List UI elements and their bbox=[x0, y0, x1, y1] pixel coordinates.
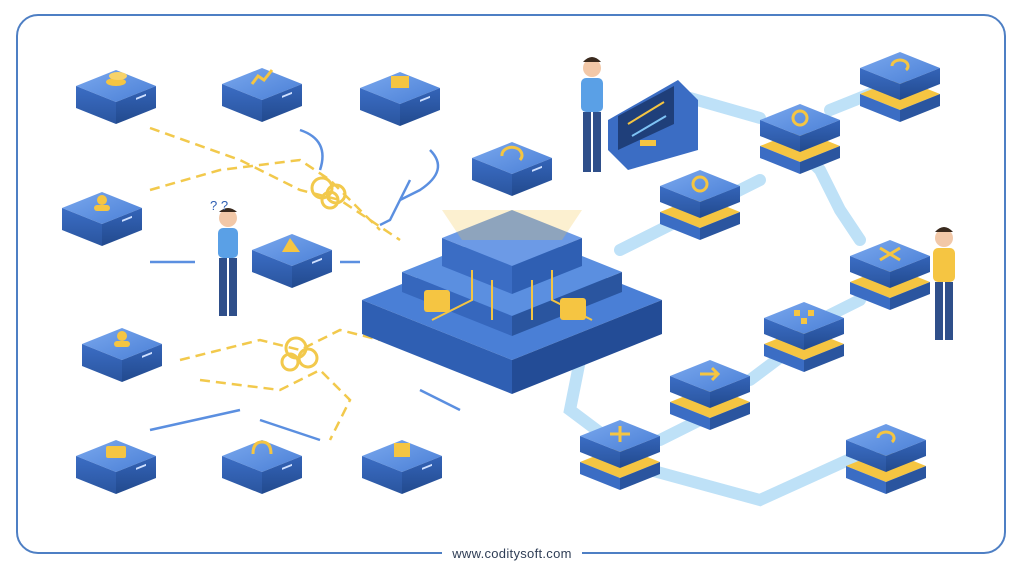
stack-sync-top bbox=[860, 52, 940, 122]
block-mountain bbox=[252, 234, 332, 288]
block-growth bbox=[222, 68, 302, 122]
block-document bbox=[362, 440, 442, 494]
hub-top-block bbox=[472, 142, 552, 196]
split-arrows-icon bbox=[610, 426, 630, 442]
tangle-knot bbox=[280, 176, 347, 372]
gears-icon bbox=[691, 175, 709, 193]
block-id-card bbox=[76, 440, 156, 494]
stack-sync-bottom bbox=[846, 424, 926, 494]
box-icon bbox=[391, 76, 409, 88]
stack-gears-2 bbox=[660, 170, 740, 240]
block-box bbox=[360, 72, 440, 126]
operator-person bbox=[581, 57, 603, 172]
growth-chart-icon bbox=[250, 69, 274, 85]
gears-icon bbox=[791, 109, 809, 127]
svg-text:? ?: ? ? bbox=[210, 198, 228, 213]
confused-person: ? ? bbox=[210, 198, 238, 316]
stack-split bbox=[580, 420, 660, 490]
block-headset bbox=[222, 440, 302, 494]
analyst-person bbox=[933, 227, 955, 340]
user-icon bbox=[114, 331, 130, 347]
cycle-icon bbox=[500, 145, 524, 162]
terminal-kiosk bbox=[608, 80, 698, 170]
stack-gears-1 bbox=[760, 104, 840, 174]
right-block-network bbox=[580, 52, 940, 494]
stack-flowchart bbox=[764, 302, 844, 372]
central-hub bbox=[362, 142, 662, 394]
block-user-2 bbox=[82, 328, 162, 382]
block-user-1 bbox=[62, 192, 142, 246]
hub-panel-left bbox=[424, 290, 450, 312]
tangled-connections bbox=[149, 126, 401, 441]
document-icon bbox=[394, 443, 410, 457]
footer-url: www.coditysoft.com bbox=[0, 546, 1024, 561]
mountain-flag-icon bbox=[282, 238, 300, 252]
footer-url-text: www.coditysoft.com bbox=[442, 546, 582, 561]
headset-icon bbox=[251, 440, 273, 455]
stack-shuffle bbox=[850, 240, 930, 310]
stack-arrows bbox=[670, 360, 750, 430]
sync-icon bbox=[876, 430, 896, 444]
arrows-icon bbox=[700, 366, 721, 382]
left-block-grid bbox=[62, 68, 442, 494]
sync-icon bbox=[890, 58, 910, 72]
flowchart-icon bbox=[794, 310, 814, 324]
shuffle-icon bbox=[879, 246, 901, 262]
block-coins bbox=[76, 70, 156, 124]
blue-arrows bbox=[149, 128, 461, 442]
user-icon bbox=[94, 195, 110, 211]
hub-panel-right bbox=[560, 298, 586, 320]
coins-icon bbox=[106, 72, 127, 86]
id-card-icon bbox=[106, 446, 126, 458]
